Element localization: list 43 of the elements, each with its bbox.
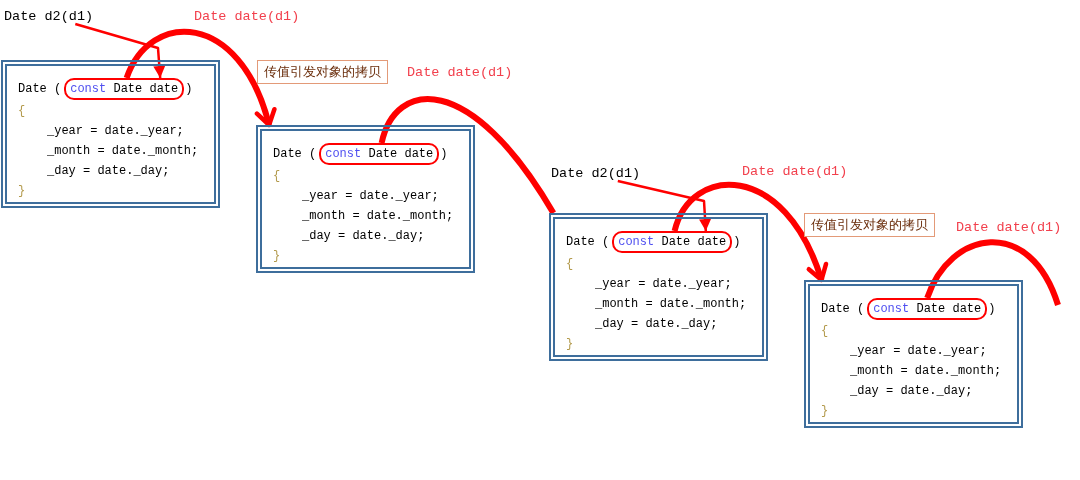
code-line: _month = date._month; (302, 208, 454, 225)
code-line: _day = date._day; (47, 163, 170, 180)
code-line: } (273, 248, 281, 265)
edge-label: Date date(d1) (955, 220, 1063, 235)
code-text: Date ( (273, 147, 317, 161)
code-text: ) (185, 82, 193, 96)
code-text: Date d2(d1) (4, 9, 94, 24)
code-line: } (566, 336, 574, 353)
code-text: Date ( (18, 82, 62, 96)
code-text: ) (733, 235, 741, 249)
code-line: _year = date._year; (595, 276, 732, 293)
code-line: { (566, 256, 574, 273)
curved-connector-line (378, 96, 556, 215)
code-line: _day = date._day; (595, 316, 718, 333)
code-text: Date ( (566, 235, 610, 249)
code-text: ) (988, 302, 996, 316)
annotation-box: 传值引发对象的拷贝 (257, 60, 388, 84)
code-line: _month = date._month; (595, 296, 747, 313)
edge-label: Date date(d1) (193, 9, 301, 24)
code-line: _day = date._day; (850, 383, 973, 400)
code-block (256, 125, 475, 273)
code-line: _year = date._year; (850, 343, 987, 360)
code-line: _month = date._month; (850, 363, 1002, 380)
code-text: Date ( (821, 302, 865, 316)
arrow (617, 179, 712, 232)
code-line: _day = date._day; (302, 228, 425, 245)
edge-label: Date date(d1) (406, 65, 514, 80)
code-line: { (18, 103, 26, 120)
annotation-box: 传值引发对象的拷贝 (804, 213, 935, 237)
code-line: _year = date._year; (47, 123, 184, 140)
code-text: ) (440, 147, 448, 161)
code-line: { (273, 168, 281, 185)
code-line: _month = date._month; (47, 143, 199, 160)
code-text: Date d2(d1) (551, 166, 641, 181)
code-line: } (18, 183, 26, 200)
code-block (1, 60, 220, 208)
code-line: } (821, 403, 829, 420)
arrow (74, 22, 166, 79)
code-block (804, 280, 1023, 428)
edge-label: Date date(d1) (741, 164, 849, 179)
code-block (549, 213, 768, 361)
code-line: { (821, 323, 829, 340)
code-line: _year = date._year; (302, 188, 439, 205)
